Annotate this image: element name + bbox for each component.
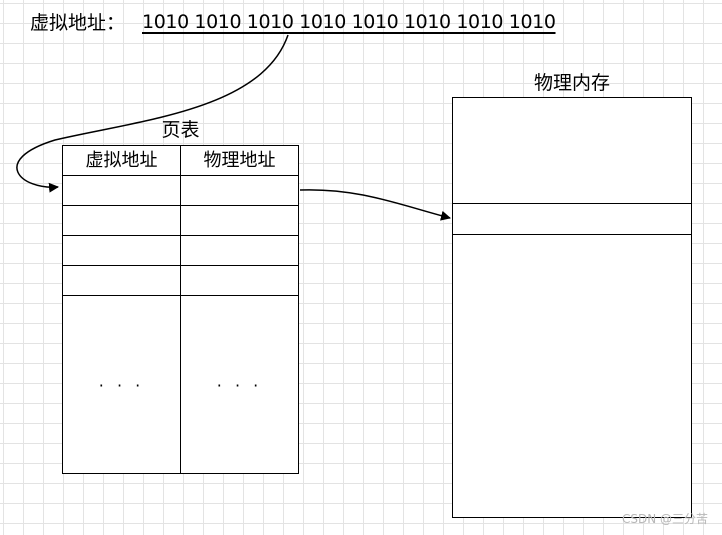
page-table-row-divider [63, 205, 298, 206]
page-table-column-divider [180, 146, 181, 473]
page-table-header-physical: 物理地址 [203, 150, 276, 171]
page-table-row-divider [63, 295, 298, 296]
page-table-header-virtual: 虚拟地址 [85, 150, 158, 171]
page-table-row-divider [63, 265, 298, 266]
page-table-row-divider [63, 175, 298, 176]
page-table-title: 页表 [161, 119, 200, 141]
physical-memory-frame-top [453, 203, 691, 204]
page-table: 虚拟地址 物理地址 · · · · · · [62, 145, 299, 474]
page-table-to-memory-arrow [299, 189, 451, 221]
physical-memory-frame-bottom [453, 234, 691, 235]
page-table-ellipsis-physical: · · · [216, 376, 263, 395]
physical-memory-block [452, 97, 692, 518]
page-table-ellipsis-virtual: · · · [98, 376, 145, 395]
watermark: CSDN @三分苦 [621, 512, 708, 526]
virtual-address-label: 虚拟地址： [30, 12, 126, 34]
virtual-address-value: 1010 1010 1010 1010 1010 1010 1010 1010 [142, 11, 556, 33]
page-table-row-divider [63, 235, 298, 236]
physical-memory-title: 物理内存 [533, 72, 610, 94]
